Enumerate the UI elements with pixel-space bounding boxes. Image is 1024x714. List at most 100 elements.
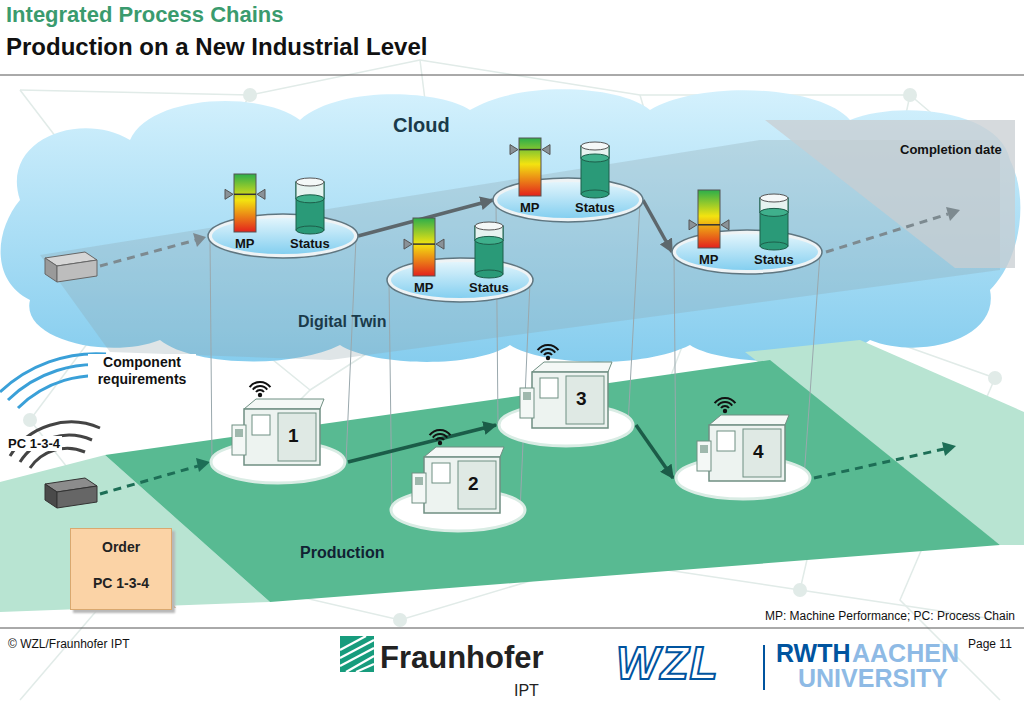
control-panel xyxy=(520,388,534,418)
control-panel xyxy=(412,473,426,503)
gauge-marker xyxy=(225,189,233,199)
performance-label: MP xyxy=(699,252,719,267)
status-cylinder xyxy=(296,182,324,230)
dashed-flow xyxy=(100,214,948,266)
note-body: PC 1-3-4 xyxy=(93,575,149,591)
status-level xyxy=(475,236,503,244)
requirements-label: Component requirements xyxy=(88,354,196,388)
disc-rim xyxy=(493,178,643,222)
status-bottom xyxy=(581,190,609,198)
arrowhead xyxy=(942,442,956,456)
status-level xyxy=(296,195,324,203)
flow-connector xyxy=(636,425,673,478)
node-shape xyxy=(388,443,528,533)
copyright: © WZL/Fraunhofer IPT xyxy=(8,637,130,651)
wifi-arc xyxy=(715,398,736,403)
node-shape xyxy=(208,395,348,485)
machine-window xyxy=(540,378,558,398)
twin-disc: MPStatus xyxy=(387,258,533,302)
node-shape xyxy=(493,178,643,222)
part-cube xyxy=(45,252,97,282)
node-shape xyxy=(496,358,636,448)
twin-disc: MPStatus xyxy=(493,178,643,222)
machine-number: 2 xyxy=(468,473,479,495)
status-label: Status xyxy=(290,236,330,251)
machine-number: 3 xyxy=(576,388,587,410)
status-label: Status xyxy=(754,252,794,267)
machine-window xyxy=(252,415,270,435)
wifi-dot xyxy=(438,441,442,445)
university-logo: UNIVERSITY xyxy=(798,664,948,693)
disc-rim xyxy=(387,258,533,302)
gauge-level xyxy=(413,243,435,245)
rwth-logo: RWTH xyxy=(776,639,851,668)
machine-door xyxy=(743,429,781,477)
disc-shape xyxy=(210,216,356,256)
machine-body xyxy=(424,457,500,513)
machine-door xyxy=(278,413,316,461)
machine: 1 xyxy=(208,395,348,485)
fraunhofer-wordmark: Fraunhofer xyxy=(380,640,544,676)
ipt-wordmark: IPT xyxy=(514,682,539,700)
panel-screen xyxy=(700,445,708,453)
flow-connector xyxy=(643,200,672,252)
machine-body xyxy=(244,409,320,465)
subtitle: Production on a New Industrial Level xyxy=(6,33,427,61)
logo-divider xyxy=(763,645,765,690)
twin-disc: MP Status xyxy=(672,230,822,274)
production-label: Production xyxy=(300,544,384,562)
title-rule xyxy=(0,75,1024,76)
wifi-arc xyxy=(253,386,267,390)
gauge-marker xyxy=(436,239,444,249)
machine-door xyxy=(566,376,604,424)
fraunhofer-logo xyxy=(340,636,374,672)
machine-door xyxy=(458,461,496,509)
legend-note: MP: Machine Performance; PC: Process Cha… xyxy=(765,609,1015,623)
gauge-level xyxy=(234,194,256,196)
performance-label: MP xyxy=(235,236,255,251)
wifi-arc xyxy=(436,438,444,440)
wifi-arc xyxy=(718,402,732,406)
status-bottom xyxy=(296,226,324,234)
machine: 4 xyxy=(673,411,813,501)
panel-screen xyxy=(523,392,531,400)
twin-label: Digital Twin xyxy=(298,313,387,331)
gauge-marker xyxy=(510,145,518,155)
part-cube xyxy=(45,478,97,508)
status-cylinder xyxy=(581,146,609,194)
status-top xyxy=(296,178,324,186)
machine-body xyxy=(709,425,785,481)
disc-shape xyxy=(674,232,820,272)
node-shape xyxy=(208,214,358,258)
performance-label: MP xyxy=(520,200,540,215)
gauge-marker xyxy=(404,239,412,249)
production-plane xyxy=(105,360,1000,602)
gauge-marker xyxy=(689,220,697,230)
wifi-arc xyxy=(721,406,729,408)
wifi-arc xyxy=(544,353,552,355)
twin-links xyxy=(210,202,820,512)
disc-rim xyxy=(672,230,822,274)
wifi-dot xyxy=(258,393,262,397)
wifi-dot xyxy=(546,356,550,360)
arrowhead xyxy=(946,207,960,221)
status-cylinder xyxy=(475,226,503,274)
machine: 2 xyxy=(388,443,528,533)
order-note: OrderPC 1-3-4 xyxy=(70,528,172,610)
panel-screen xyxy=(415,477,423,485)
node-shape xyxy=(673,411,813,501)
disc-rim xyxy=(208,214,358,258)
gauge-level xyxy=(519,149,541,151)
status-level xyxy=(760,208,788,216)
wifi-arc xyxy=(250,382,271,387)
title: Integrated Process Chains xyxy=(6,2,284,28)
wifi-arc xyxy=(541,349,555,353)
machine: 3 xyxy=(496,358,636,448)
panel-screen xyxy=(235,429,243,437)
disc-shape xyxy=(389,260,531,300)
control-panel xyxy=(232,425,246,455)
status-top xyxy=(581,142,609,150)
wzl-logo: WZL xyxy=(616,636,719,690)
performance-gauge xyxy=(698,190,720,248)
